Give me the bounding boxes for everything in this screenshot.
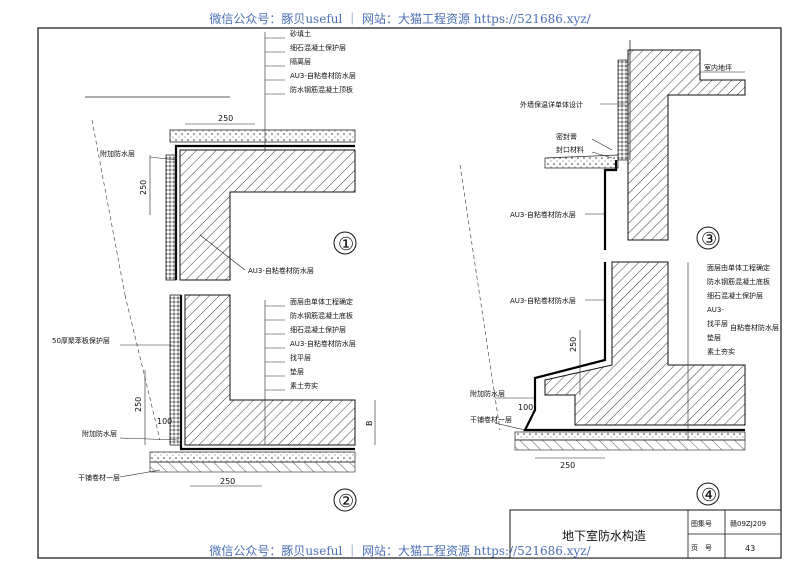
- detail-1: [85, 32, 357, 296]
- detail-1-layer-4: AU3-自粘卷材防水层: [290, 71, 356, 80]
- atlas-number-value: 赣09ZJ209: [730, 519, 766, 528]
- page-number-value: 43: [745, 544, 755, 553]
- detail-2-number: ②: [338, 491, 354, 512]
- detail-4-layer-4: AU3-: [707, 306, 724, 314]
- detail-2-layer-3: 细石混凝土保护层: [290, 325, 346, 334]
- detail-2-dim-bottom: 250: [220, 477, 235, 486]
- detail-1-layer-3: 隔离层: [290, 57, 311, 66]
- detail-2-layer-4: AU3-自粘卷材防水层: [290, 339, 356, 348]
- detail-4-membrane: AU3-自粘卷材防水层: [510, 296, 576, 305]
- page-number-label: 页 号: [691, 544, 712, 552]
- drawing-title: 地下室防水构造: [562, 528, 646, 543]
- detail-4: [494, 261, 746, 506]
- detail-4-dim-side: 250: [569, 337, 578, 352]
- detail-2-layer-1: 面层由单体工程确定: [290, 297, 353, 306]
- detail-3-membrane: AU3-自粘卷材防水层: [510, 210, 576, 219]
- detail-4-additional-layer: 附加防水层: [470, 389, 505, 398]
- detail-3: [459, 40, 746, 431]
- detail-4-layer-5: 找平层: [707, 319, 728, 328]
- title-block: [509, 509, 782, 559]
- detail-2: [119, 294, 376, 512]
- detail-4-layer-6: 垫层: [707, 333, 721, 342]
- detail-4-dim-small: 100: [518, 403, 533, 412]
- detail-2-layer-2: 防水钢筋混凝土底板: [290, 311, 353, 320]
- detail-2-dim-b: B: [365, 421, 374, 427]
- detail-2-protection: 50厚聚苯板保护层: [52, 336, 110, 345]
- detail-2-dim-small: 100: [157, 417, 172, 426]
- detail-4-dry-laid: 干铺卷材一层: [470, 415, 512, 424]
- detail-2-dry-laid: 干铺卷材一层: [78, 473, 120, 482]
- detail-2-dim-side: 250: [134, 397, 143, 412]
- detail-1-layer-2: 细石混凝土保护层: [290, 43, 346, 52]
- detail-2-layer-5: 找平层: [290, 353, 311, 362]
- detail-2-layer-7: 素土夯实: [290, 381, 318, 390]
- detail-1-number: ①: [338, 234, 354, 255]
- detail-2-additional-layer: 附加防水层: [82, 429, 117, 438]
- detail-1-membrane: AU3-自粘卷材防水层: [248, 266, 314, 275]
- detail-4-layer-2: 防水钢筋混凝土底板: [707, 277, 770, 286]
- detail-3-sealant: 密封膏: [556, 132, 577, 141]
- detail-4-membrane-tail: 自粘卷材防水层: [730, 323, 779, 332]
- watermark-bottom: 微信公众号：豚贝useful ｜ 网站：大猫工程资源 https://52168…: [209, 544, 591, 558]
- detail-1-layer-1: 砂填土: [290, 29, 311, 38]
- detail-3-insulation: 外墙保温详单体设计: [520, 100, 583, 109]
- detail-3-indoor: 室内地坪: [704, 63, 732, 72]
- watermark-top: 微信公众号：豚贝useful ｜ 网站：大猫工程资源 https://52168…: [209, 12, 591, 26]
- detail-1-dim-side: 250: [139, 180, 148, 195]
- detail-1-additional-layer: 附加防水层: [100, 149, 135, 158]
- detail-4-layer-3: 细石混凝土保护层: [707, 291, 763, 300]
- detail-1-layer-5: 防水钢筋混凝土顶板: [290, 85, 353, 94]
- detail-4-layer-7: 素土夯实: [707, 347, 735, 356]
- detail-4-layer-1: 面层由单体工程确定: [707, 263, 770, 272]
- detail-4-dim-bottom: 250: [560, 461, 575, 470]
- detail-1-dim-top: 250: [218, 114, 233, 123]
- detail-4-number: ④: [701, 485, 717, 506]
- atlas-number-label: 图集号: [691, 519, 712, 528]
- detail-3-number: ③: [701, 229, 717, 250]
- detail-3-sealing: 封口材料: [556, 145, 584, 154]
- detail-2-layer-6: 垫层: [290, 367, 304, 376]
- sheet-border: [37, 27, 782, 559]
